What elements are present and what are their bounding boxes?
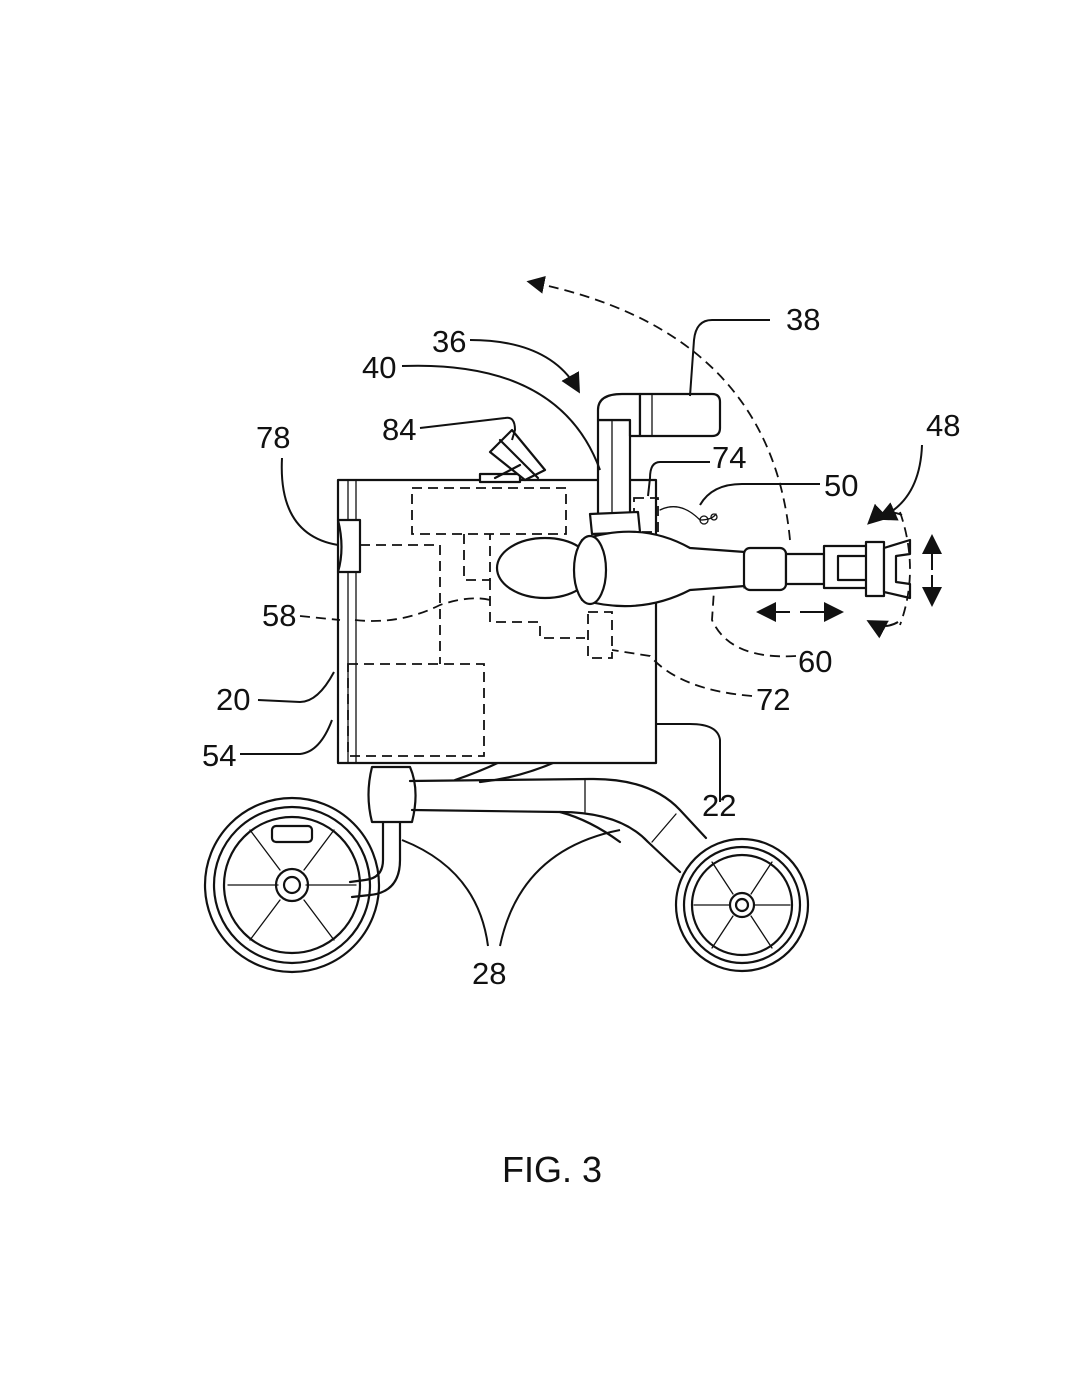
ref-58: 58 [262,598,296,633]
ref-22: 22 [702,788,736,823]
ref-36: 36 [432,324,466,359]
front-wheel [676,839,808,971]
ref-74: 74 [712,440,746,475]
ref-20: 20 [216,682,250,717]
ref-38: 38 [786,302,820,337]
walker-frame [350,767,706,897]
display-device [490,430,545,480]
ref-78: 78 [256,420,290,455]
ref-54: 54 [202,738,236,773]
figure-caption: FIG. 3 [502,1149,602,1190]
rear-wheel [205,798,379,972]
ref-50: 50 [824,468,858,503]
ref-48: 48 [926,408,960,443]
ref-40: 40 [362,350,396,385]
ref-72: 72 [756,682,790,717]
ref-84: 84 [382,412,416,447]
ref-60: 60 [798,644,832,679]
ref-28: 28 [472,956,506,991]
